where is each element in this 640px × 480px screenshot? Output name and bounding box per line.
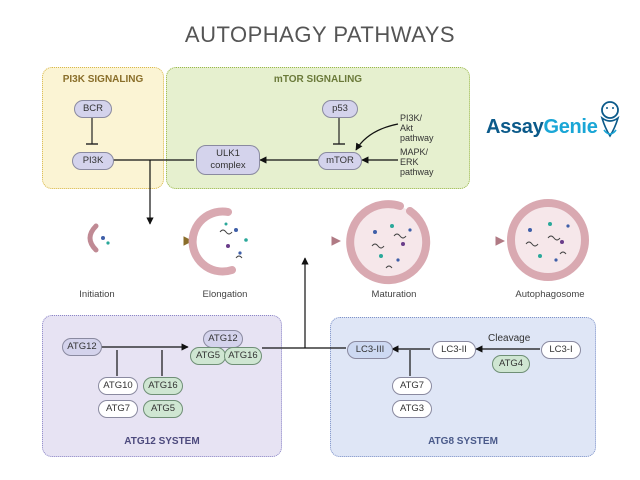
maturation-label: Maturation bbox=[371, 289, 417, 300]
atg10-node: ATG10 bbox=[98, 377, 138, 395]
assay-genie-logo: AssayGenie bbox=[486, 116, 598, 138]
lc3-i-node: LC3-I bbox=[541, 341, 581, 359]
initiation-phagophore bbox=[87, 223, 110, 253]
ulk1-complex-label: complex bbox=[210, 160, 246, 171]
mapk-erk-pathway-label: MAPK/ ERK pathway bbox=[400, 147, 434, 177]
atg3-node: ATG3 bbox=[392, 400, 432, 418]
bcr-inhibits-pi3k bbox=[86, 117, 98, 145]
ulk1-complex-node: ULK1 complex bbox=[196, 145, 260, 175]
lc3-ii-node: LC3-II bbox=[432, 341, 476, 359]
page-title: AUTOPHAGY PATHWAYS bbox=[184, 22, 456, 47]
atg8-panel-title: ATG8 SYSTEM bbox=[428, 436, 498, 447]
elongation-phagophore bbox=[188, 207, 248, 276]
atg5-node: ATG5 bbox=[143, 400, 183, 418]
cleavage-label: Cleavage bbox=[488, 333, 531, 344]
genie-mascot-icon bbox=[600, 101, 620, 138]
atg16-node: ATG16 bbox=[143, 377, 183, 395]
pi3k-akt-pathway-label: PI3K/ Akt pathway bbox=[400, 113, 434, 143]
complex-atg5-node: ATG5 bbox=[190, 347, 226, 365]
atg8-system-connectors bbox=[391, 345, 540, 376]
atg12-node: ATG12 bbox=[62, 338, 102, 356]
atg7-node: ATG7 bbox=[98, 400, 138, 418]
autophagosome-vesicle bbox=[507, 199, 589, 281]
mtor-node: mTOR bbox=[318, 152, 362, 170]
autophagosome-label: Autophagosome bbox=[515, 289, 585, 300]
atg8-atg7-node: ATG7 bbox=[392, 377, 432, 395]
systems-to-maturation-arrow bbox=[262, 257, 346, 349]
ulk1-label: ULK1 bbox=[216, 148, 240, 159]
elongation-label: Elongation bbox=[202, 289, 248, 300]
signaling-to-initiation-arrow bbox=[113, 159, 194, 225]
maturation-vesicle bbox=[346, 200, 431, 285]
p53-node: p53 bbox=[322, 100, 358, 118]
pi3k-node: PI3K bbox=[72, 152, 114, 170]
pi3k-akt-arrow bbox=[355, 123, 399, 151]
pi3k-panel-title: PI3K SIGNALING bbox=[62, 74, 144, 85]
mtor-panel-title: mTOR SIGNALING bbox=[273, 74, 363, 85]
complex-atg16-node: ATG16 bbox=[224, 347, 262, 365]
complex-atg12-node: ATG12 bbox=[203, 330, 243, 348]
initiation-label: Initiation bbox=[79, 289, 115, 300]
lc3-iii-node: LC3-III bbox=[347, 341, 393, 359]
atg12-system-connectors bbox=[101, 343, 189, 376]
atg12-panel-title: ATG12 SYSTEM bbox=[124, 436, 200, 447]
atg8-system-panel: ATG8 SYSTEM bbox=[330, 317, 596, 457]
p53-inhibits-mtor bbox=[333, 117, 345, 145]
atg4-node: ATG4 bbox=[492, 355, 530, 373]
bcr-node: BCR bbox=[74, 100, 112, 118]
